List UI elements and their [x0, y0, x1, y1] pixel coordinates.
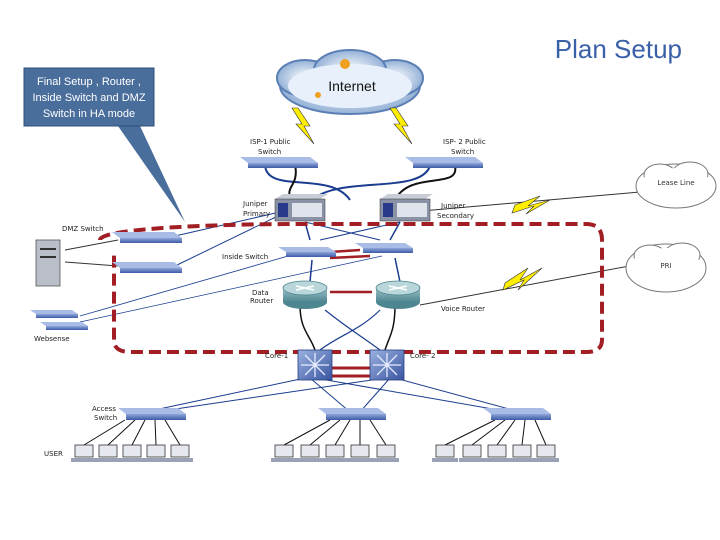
- callout-line-2: Inside Switch and DMZ: [32, 92, 145, 104]
- inside-switch-label: Inside Switch: [222, 253, 268, 261]
- lightning-icon: [502, 267, 543, 291]
- access-switch-2-icon: [318, 408, 386, 420]
- dmz-switch-label: DMZ Switch: [62, 225, 104, 233]
- juniper-secondary-firewall-icon: [379, 194, 433, 222]
- voice-router-icon: [375, 280, 421, 309]
- lightning-icon: [511, 195, 551, 215]
- juniper-primary-label-1: Juniper: [242, 200, 268, 208]
- access-switch-3-icon: [483, 408, 551, 420]
- page-title: Plan Setup: [554, 34, 682, 64]
- isp1-label-1: ISP-1 Public: [250, 138, 291, 146]
- pri-cloud-icon: [625, 242, 707, 293]
- pri-label: PRI: [660, 262, 671, 270]
- callout-pointer: [118, 126, 185, 222]
- pc-icon: [432, 444, 458, 462]
- user-label: USER: [44, 450, 63, 458]
- lease-line-label: Lease Line: [657, 179, 694, 187]
- isp1-label-2: Switch: [258, 148, 281, 156]
- callout-line-3: Switch in HA mode: [43, 108, 135, 120]
- pc-icon: [71, 444, 97, 462]
- pc-icon: [322, 444, 348, 462]
- user-pcs: [71, 444, 559, 462]
- lease-line-cloud-icon: [635, 161, 717, 209]
- dmz-server-icon: [35, 239, 61, 287]
- dmz-switch-2-icon: [112, 262, 182, 273]
- pc-icon: [484, 444, 510, 462]
- access-switch-label-2: Switch: [94, 414, 117, 422]
- juniper-secondary-label-1: Juniper: [440, 202, 466, 210]
- voice-router-label: Voice Router: [441, 305, 485, 313]
- isp2-label-1: ISP- 2 Public: [443, 138, 486, 146]
- pc-icon: [459, 444, 485, 462]
- pc-icon: [297, 444, 323, 462]
- access-switch-label-1: Access: [92, 405, 116, 413]
- lightning-icon: [291, 107, 315, 145]
- core-1-switch-icon: [297, 349, 333, 381]
- websense-switch-1-icon: [30, 310, 78, 318]
- data-router-label-1: Data: [252, 289, 269, 297]
- pc-icon: [143, 444, 169, 462]
- dmz-switch-1-icon: [112, 232, 182, 243]
- pc-icon: [167, 444, 193, 462]
- pc-icon: [509, 444, 535, 462]
- inside-switch-1-icon: [278, 247, 336, 257]
- callout-box: [23, 67, 155, 127]
- lightning-icon: [389, 107, 413, 145]
- link-lines: [64, 163, 641, 446]
- pc-icon: [119, 444, 145, 462]
- core-2-label: Core- 2: [410, 352, 435, 360]
- isp2-public-switch-icon: [405, 157, 483, 168]
- internet-label: Internet: [328, 78, 376, 94]
- websense-switch-2-icon: [40, 322, 88, 330]
- juniper-primary-firewall-icon: [274, 194, 328, 222]
- core-2-switch-icon: [369, 349, 405, 381]
- data-router-icon: [282, 280, 328, 309]
- internet-cloud-icon: [276, 49, 424, 115]
- isp2-label-2: Switch: [451, 148, 474, 156]
- pc-icon: [95, 444, 121, 462]
- juniper-primary-label-2: Primary: [243, 210, 270, 218]
- pc-icon: [533, 444, 559, 462]
- callout-line-1: Final Setup , Router ,: [37, 76, 141, 88]
- juniper-secondary-label-2: Secondary: [437, 212, 474, 220]
- ha-boundary: [98, 222, 604, 354]
- pc-icon: [347, 444, 373, 462]
- pc-icon: [271, 444, 297, 462]
- inside-switch-2-icon: [355, 243, 413, 253]
- data-router-label-2: Router: [250, 297, 273, 305]
- isp1-public-switch-icon: [240, 157, 318, 168]
- websense-label: Websense: [34, 335, 70, 343]
- access-switch-1-icon: [118, 408, 186, 420]
- pc-icon: [373, 444, 399, 462]
- core-1-label: Core-1: [265, 352, 288, 360]
